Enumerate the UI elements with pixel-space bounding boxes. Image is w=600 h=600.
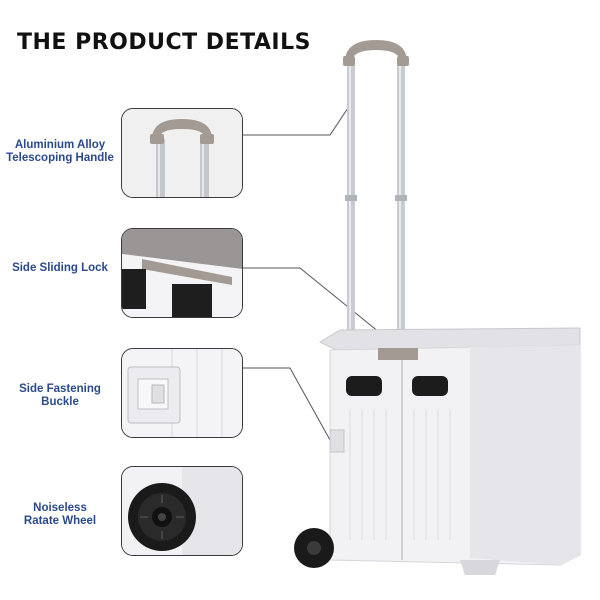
callout-handle: [121, 108, 243, 198]
feature-label-wheel-line2: Ratate Wheel: [23, 515, 97, 527]
handle-detail-image: [122, 109, 242, 197]
feature-label-buckle-line1: Side Fastening: [19, 383, 101, 395]
connector-lines: [243, 104, 396, 441]
feature-label-wheel-line1: Noiseless: [33, 502, 87, 514]
callout-lock: [121, 228, 243, 318]
feature-label-lock: Side Sliding Lock: [0, 262, 120, 275]
feature-label-handle-line1: Aluminium Alloy: [14, 139, 106, 151]
cart-wheel-image: [294, 528, 334, 568]
wheel-detail-image: [122, 467, 242, 555]
feature-label-lock-line1: Side Sliding Lock: [12, 262, 108, 274]
callout-wheel: [121, 466, 243, 556]
page-title: THE PRODUCT DETAILS: [17, 30, 311, 55]
feature-label-handle: Aluminium Alloy Telescoping Handle: [0, 139, 120, 165]
feature-label-buckle: Side Fastening Buckle: [0, 383, 120, 409]
cart-body-image: [318, 327, 581, 575]
feature-label-buckle-line2: Buckle: [41, 396, 79, 408]
telescoping-handle-image: [343, 40, 409, 360]
sliding-lock-detail-image: [122, 229, 242, 317]
buckle-detail-image: [122, 349, 242, 437]
feature-label-handle-line2: Telescoping Handle: [6, 152, 114, 164]
callout-buckle: [121, 348, 243, 438]
feature-label-wheel: Noiseless Ratate Wheel: [0, 502, 120, 528]
